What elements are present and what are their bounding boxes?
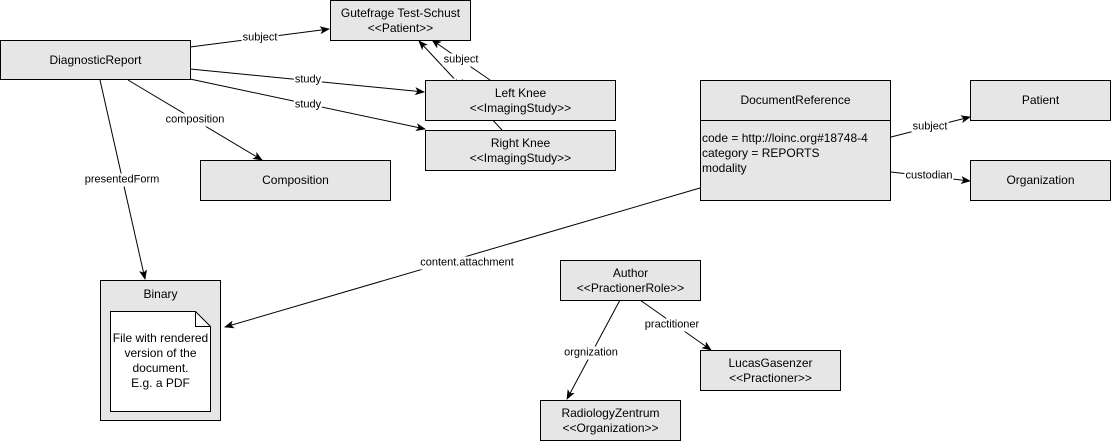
binary-note-line-2: version of the (124, 346, 197, 360)
node-patient-test-name: Gutefrage Test-Schust (340, 5, 461, 20)
binary-note-line-3: document. (132, 361, 189, 375)
edge-label-dr-subject: subject (241, 31, 279, 45)
node-binary-title: Binary (143, 287, 178, 301)
edge-label-docref-content: content.attachment (419, 256, 515, 270)
node-document-reference-title: DocumentReference (740, 93, 851, 107)
node-author[interactable]: Author <<PractionerRole>> (560, 260, 701, 301)
node-radiology-name: RadiologyZentrum (561, 405, 660, 420)
node-document-reference-fields: code = http://loinc.org#18748-4 category… (702, 131, 890, 176)
node-document-reference-field-code: code = http://loinc.org#18748-4 (702, 131, 868, 145)
node-document-reference[interactable]: DocumentReference code = http://loinc.or… (700, 80, 891, 201)
node-author-name: Author (612, 265, 649, 280)
edge-label-docref-custodian: custodian (904, 169, 954, 183)
node-left-knee[interactable]: Left Knee <<ImagingStudy>> (425, 80, 616, 121)
edge-label-left-subject: subject (442, 53, 480, 67)
edge-label-dr-study-left: study (293, 73, 323, 87)
binary-note-line-4: E.g. a PDF (131, 376, 190, 390)
node-left-knee-name: Left Knee (494, 85, 547, 100)
node-right-knee-stereotype: <<ImagingStudy>> (469, 150, 572, 165)
binary-note: File with rendered version of the docume… (110, 311, 211, 412)
node-radiology-stereotype: <<Organization>> (562, 420, 659, 435)
node-practitioner[interactable]: LucasGasenzer <<Practioner>> (700, 350, 841, 391)
node-right-knee[interactable]: Right Knee <<ImagingStudy>> (425, 130, 616, 171)
node-right-knee-name: Right Knee (490, 135, 551, 150)
edge-label-author-organization: orgnization (563, 346, 619, 360)
node-organization-label: Organization (1006, 173, 1075, 187)
node-patient-test-stereotype: <<Patient>> (367, 20, 434, 35)
node-composition-label: Composition (262, 173, 329, 187)
node-practitioner-name: LucasGasenzer (728, 355, 813, 370)
node-radiology[interactable]: RadiologyZentrum <<Organization>> (540, 400, 681, 441)
binary-note-text: File with rendered version of the docume… (110, 331, 211, 391)
node-patient[interactable]: Patient (970, 80, 1111, 121)
node-document-reference-field-modality: modality (702, 161, 747, 175)
node-document-reference-header: DocumentReference (701, 81, 890, 121)
node-document-reference-field-category: category = REPORTS (702, 146, 820, 160)
note-icon (110, 311, 211, 412)
node-diagnostic-report[interactable]: DiagnosticReport (0, 40, 191, 80)
node-practitioner-stereotype: <<Practioner>> (729, 370, 812, 385)
edge-label-dr-composition: composition (164, 113, 226, 127)
node-patient-label: Patient (1021, 93, 1060, 107)
edge-label-author-practitioner: practitioner (643, 318, 701, 332)
node-patient-test[interactable]: Gutefrage Test-Schust <<Patient>> (330, 0, 471, 41)
node-left-knee-stereotype: <<ImagingStudy>> (469, 100, 572, 115)
edge-label-dr-study-right: study (293, 98, 323, 112)
node-author-stereotype: <<PractionerRole>> (576, 280, 685, 295)
node-composition[interactable]: Composition (200, 160, 391, 201)
edge-label-dr-presented-form: presentedForm (83, 173, 161, 187)
edge-label-docref-subject: subject (911, 120, 949, 134)
node-binary[interactable]: Binary File with rendered version of the… (100, 280, 221, 421)
node-diagnostic-report-label: DiagnosticReport (49, 52, 142, 67)
node-organization[interactable]: Organization (970, 160, 1111, 201)
binary-note-line-1: File with rendered (112, 331, 209, 345)
